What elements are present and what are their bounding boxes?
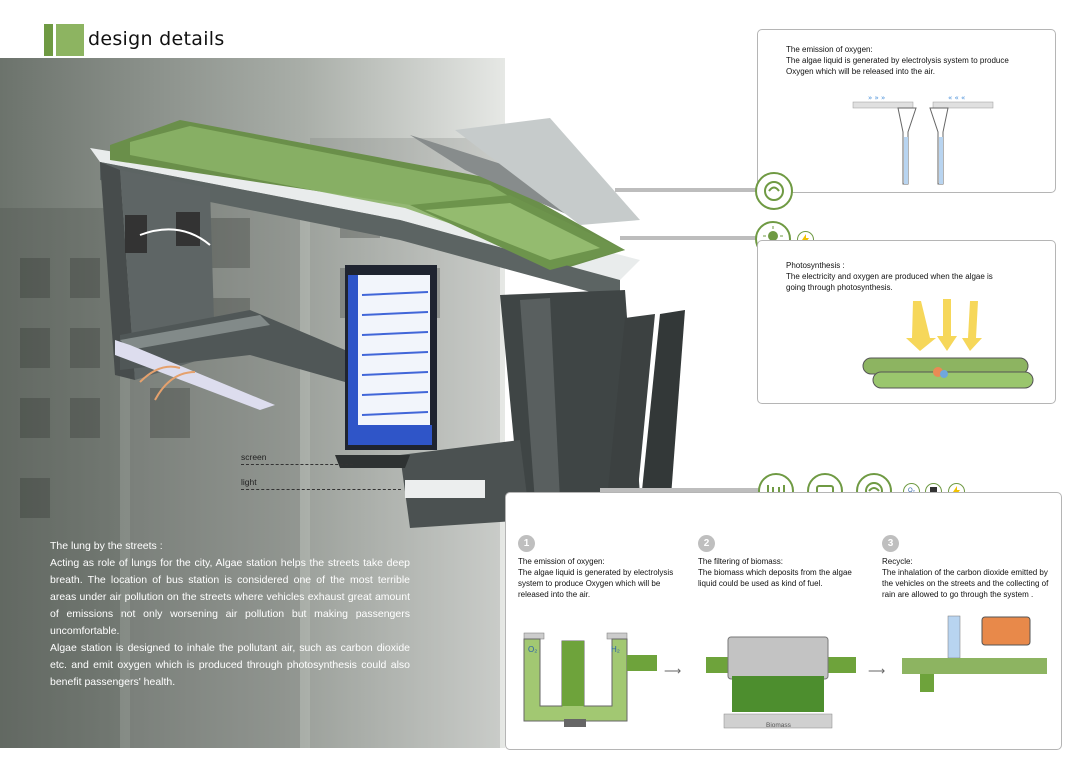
- callout-oxygen-body: The algae liquid is generated by electro…: [786, 56, 1009, 76]
- electrolysis-diagram: [523, 632, 657, 727]
- header-accent-bar: [44, 24, 53, 56]
- algae-bus-station-illustration: [90, 118, 685, 528]
- screen-label: screen: [241, 452, 267, 462]
- connector-line-oxygen: [615, 188, 758, 192]
- step-1-body: The algae liquid is generated by electro…: [518, 568, 674, 599]
- connector-line-photosynthesis: [620, 236, 760, 240]
- screen-stand: [335, 455, 410, 468]
- arrow-1: ⟶: [664, 664, 682, 678]
- lifecycle-panel: 1 The emission of oxygen: The algae liqu…: [505, 492, 1062, 750]
- callout-photosynthesis-title: Photosynthesis :: [786, 261, 845, 270]
- step-3-title: Recycle:: [882, 557, 913, 566]
- panel-side-a: [605, 314, 655, 520]
- building-left: [0, 208, 120, 748]
- oxygen-outlet-diagram: » » » « « «: [852, 94, 994, 185]
- callout-oxygen-emission: The emission of oxygen: The algae liquid…: [757, 29, 1056, 193]
- page-title: design details: [88, 28, 225, 50]
- light-strip-right: [405, 480, 485, 498]
- o2-label: O₂: [528, 645, 538, 654]
- step-2-title: The filtering of biomass:: [698, 557, 783, 566]
- callout-photosynthesis: Photosynthesis : The electricity and oxy…: [757, 240, 1056, 404]
- step-1-badge: 1: [518, 535, 535, 552]
- biomass-label: Biomass: [766, 722, 791, 729]
- callout-oxygen-title: The emission of oxygen:: [786, 45, 873, 54]
- light-leader-line: [241, 489, 401, 490]
- step-1-title: The emission of oxygen:: [518, 557, 605, 566]
- left-wall: [100, 162, 135, 380]
- step-2-badge: 2: [698, 535, 715, 552]
- vent-grill: [125, 215, 147, 253]
- seat-left: [120, 310, 345, 382]
- svg-text:« « «: « « «: [948, 94, 965, 102]
- recycle-diagram: [902, 615, 1047, 692]
- panel-top-b: [455, 118, 640, 225]
- svg-text:» » »: » » »: [868, 94, 885, 102]
- intro-paragraph-2: Algae station is designed to inhale the …: [50, 642, 410, 688]
- callout-photosynthesis-body: The electricity and oxygen are produced …: [786, 272, 993, 292]
- canopy-underside: [100, 162, 620, 300]
- step-3-badge: 3: [882, 535, 899, 552]
- header-accent-block: [56, 24, 84, 56]
- biomass-tank-diagram: [706, 636, 856, 729]
- screen-leader-line: [241, 464, 353, 465]
- step-3-body: The inhalation of the carbon dioxide emi…: [882, 568, 1049, 599]
- light-label: light: [241, 477, 257, 487]
- cycle-icon: [755, 172, 793, 210]
- connector-line-lifecycle: [600, 488, 760, 492]
- step-2-body: The biomass which deposits from the alga…: [698, 568, 852, 588]
- h2-label: H₂: [611, 645, 620, 654]
- panel-side-b: [640, 310, 685, 510]
- arrow-2: ⟶: [868, 664, 886, 678]
- intro-paragraph-1: Acting as role of lungs for the city, Al…: [50, 557, 410, 637]
- photosynthesis-diagram: [862, 299, 1034, 389]
- light-strip-left: [115, 340, 275, 410]
- intro-heading: The lung by the streets :: [50, 540, 163, 552]
